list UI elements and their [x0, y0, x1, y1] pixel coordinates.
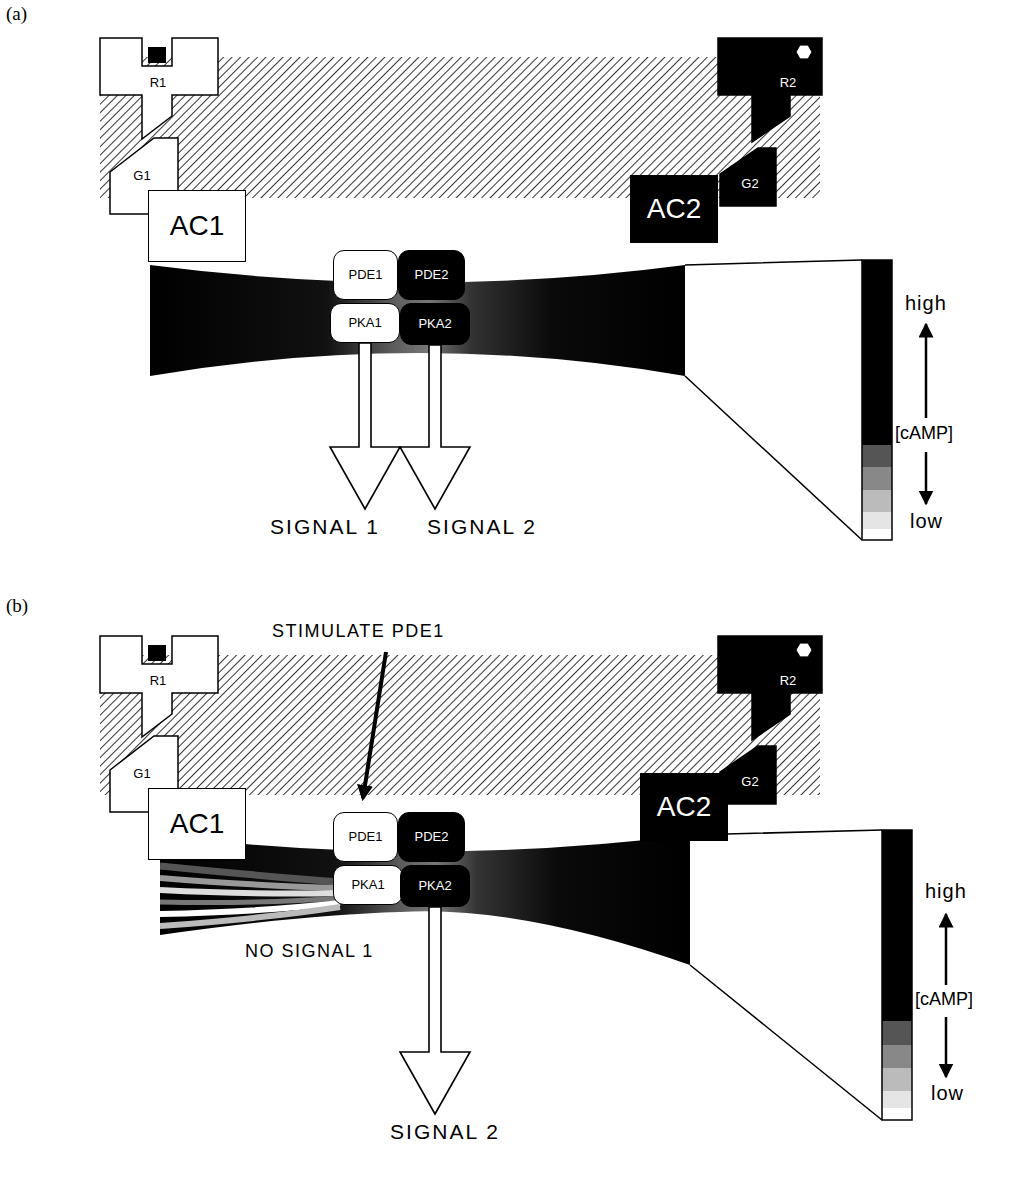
shape-fill [718, 636, 822, 740]
concentration-scale-bar [882, 830, 912, 1120]
panel-letter: (b) [6, 596, 28, 617]
node-label: PKA2 [418, 879, 451, 893]
signal-arrow [330, 343, 400, 509]
node-label: SIGNAL 2 [390, 1120, 500, 1143]
adenylyl-cyclase-box: AC1 [148, 190, 246, 262]
protein-kinase-box: PKA1 [333, 865, 403, 905]
node-label: AC1 [170, 809, 224, 840]
phosphodiesterase-box: PDE2 [398, 250, 465, 300]
scale-label: low [910, 510, 943, 532]
node-label: R1 [150, 76, 167, 90]
node-label: AC2 [647, 194, 701, 225]
shape-fill [100, 636, 218, 737]
phosphodiesterase-box: PDE2 [398, 812, 465, 862]
node-label: R1 [150, 674, 167, 688]
stimulus-label: STIMULATE PDE1 [272, 622, 445, 642]
shape-outline [720, 140, 776, 206]
signal-arrow [400, 907, 470, 1114]
ligand-hexagon [796, 643, 812, 657]
shape-outline [718, 38, 822, 144]
concentration-scale-bar [862, 260, 892, 540]
adenylyl-cyclase-box: AC2 [630, 175, 718, 243]
zoom-line [690, 830, 882, 1120]
node-label: PKA2 [418, 317, 451, 331]
depletion-stripe [160, 890, 340, 894]
signal-output: SIGNAL 2 [390, 1120, 500, 1143]
receptor-shape: R2 [718, 636, 822, 742]
node-label: SIGNAL 1 [270, 515, 380, 538]
receptor-shape: R1 [100, 38, 218, 140]
node-label: SIGNAL 2 [427, 515, 537, 538]
panel-letter: (a) [6, 4, 27, 25]
receptor-shape: R2 [718, 38, 822, 144]
protein-kinase-box: PKA2 [400, 303, 470, 345]
node-label: G2 [741, 775, 758, 789]
adenylyl-cyclase-box: AC2 [640, 773, 728, 841]
protein-kinase-box: PKA1 [330, 303, 400, 343]
g-protein-shape: G2 [720, 140, 776, 206]
shape-outline [718, 636, 822, 742]
adenylyl-cyclase-box: AC1 [148, 788, 246, 860]
stimulus-arrow [363, 652, 386, 798]
node-label: PKA1 [351, 878, 384, 892]
camp-gradient-band [150, 265, 685, 376]
node-label: G1 [133, 169, 150, 183]
node-label: G1 [133, 767, 150, 781]
scale-label: high [925, 880, 967, 902]
node-label: AC2 [657, 792, 711, 823]
scale-label: high [905, 292, 947, 314]
scale-label: low [931, 1082, 964, 1104]
ligand-square [148, 645, 166, 661]
signal-output: SIGNAL 1 [270, 515, 380, 538]
node-label: AC1 [170, 211, 224, 242]
node-label: PDE2 [415, 830, 449, 844]
signal-arrow [400, 345, 470, 509]
node-label: PKA1 [348, 316, 381, 330]
node-label: PDE1 [349, 268, 383, 282]
ligand-hexagon [796, 45, 812, 59]
shape-fill [100, 38, 218, 139]
shape-fill [720, 148, 776, 206]
phosphodiesterase-box: PDE1 [333, 250, 398, 300]
scale-arrow-up [945, 914, 948, 985]
scale-arrow-down [925, 452, 928, 504]
scale-arrow-down [945, 1017, 948, 1077]
node-label: G2 [741, 177, 758, 191]
scale-label: [cAMP] [895, 424, 953, 444]
phosphodiesterase-box: PDE1 [333, 812, 398, 862]
shape-fill [720, 746, 776, 804]
node-label: R2 [780, 674, 797, 688]
scale-label: [cAMP] [915, 990, 973, 1010]
shape-fill [718, 38, 822, 142]
node-label: PDE2 [415, 268, 449, 282]
protein-kinase-box: PKA2 [400, 865, 470, 907]
ligand-square [148, 47, 166, 63]
scale-arrow-up [925, 324, 928, 418]
depletion-stripe [160, 878, 340, 888]
node-label: R2 [780, 76, 797, 90]
shape-outline [720, 738, 776, 804]
signal-output: SIGNAL 2 [427, 515, 537, 538]
g-protein-shape: G2 [720, 738, 776, 804]
depletion-stripe [160, 898, 340, 903]
zoom-line [685, 260, 862, 540]
depletion-stripes [160, 866, 340, 926]
receptor-shape: R1 [100, 636, 218, 738]
node-label: PDE1 [349, 830, 383, 844]
depletion-stripe [160, 907, 340, 926]
signal-absent-label: NO SIGNAL 1 [245, 942, 374, 962]
